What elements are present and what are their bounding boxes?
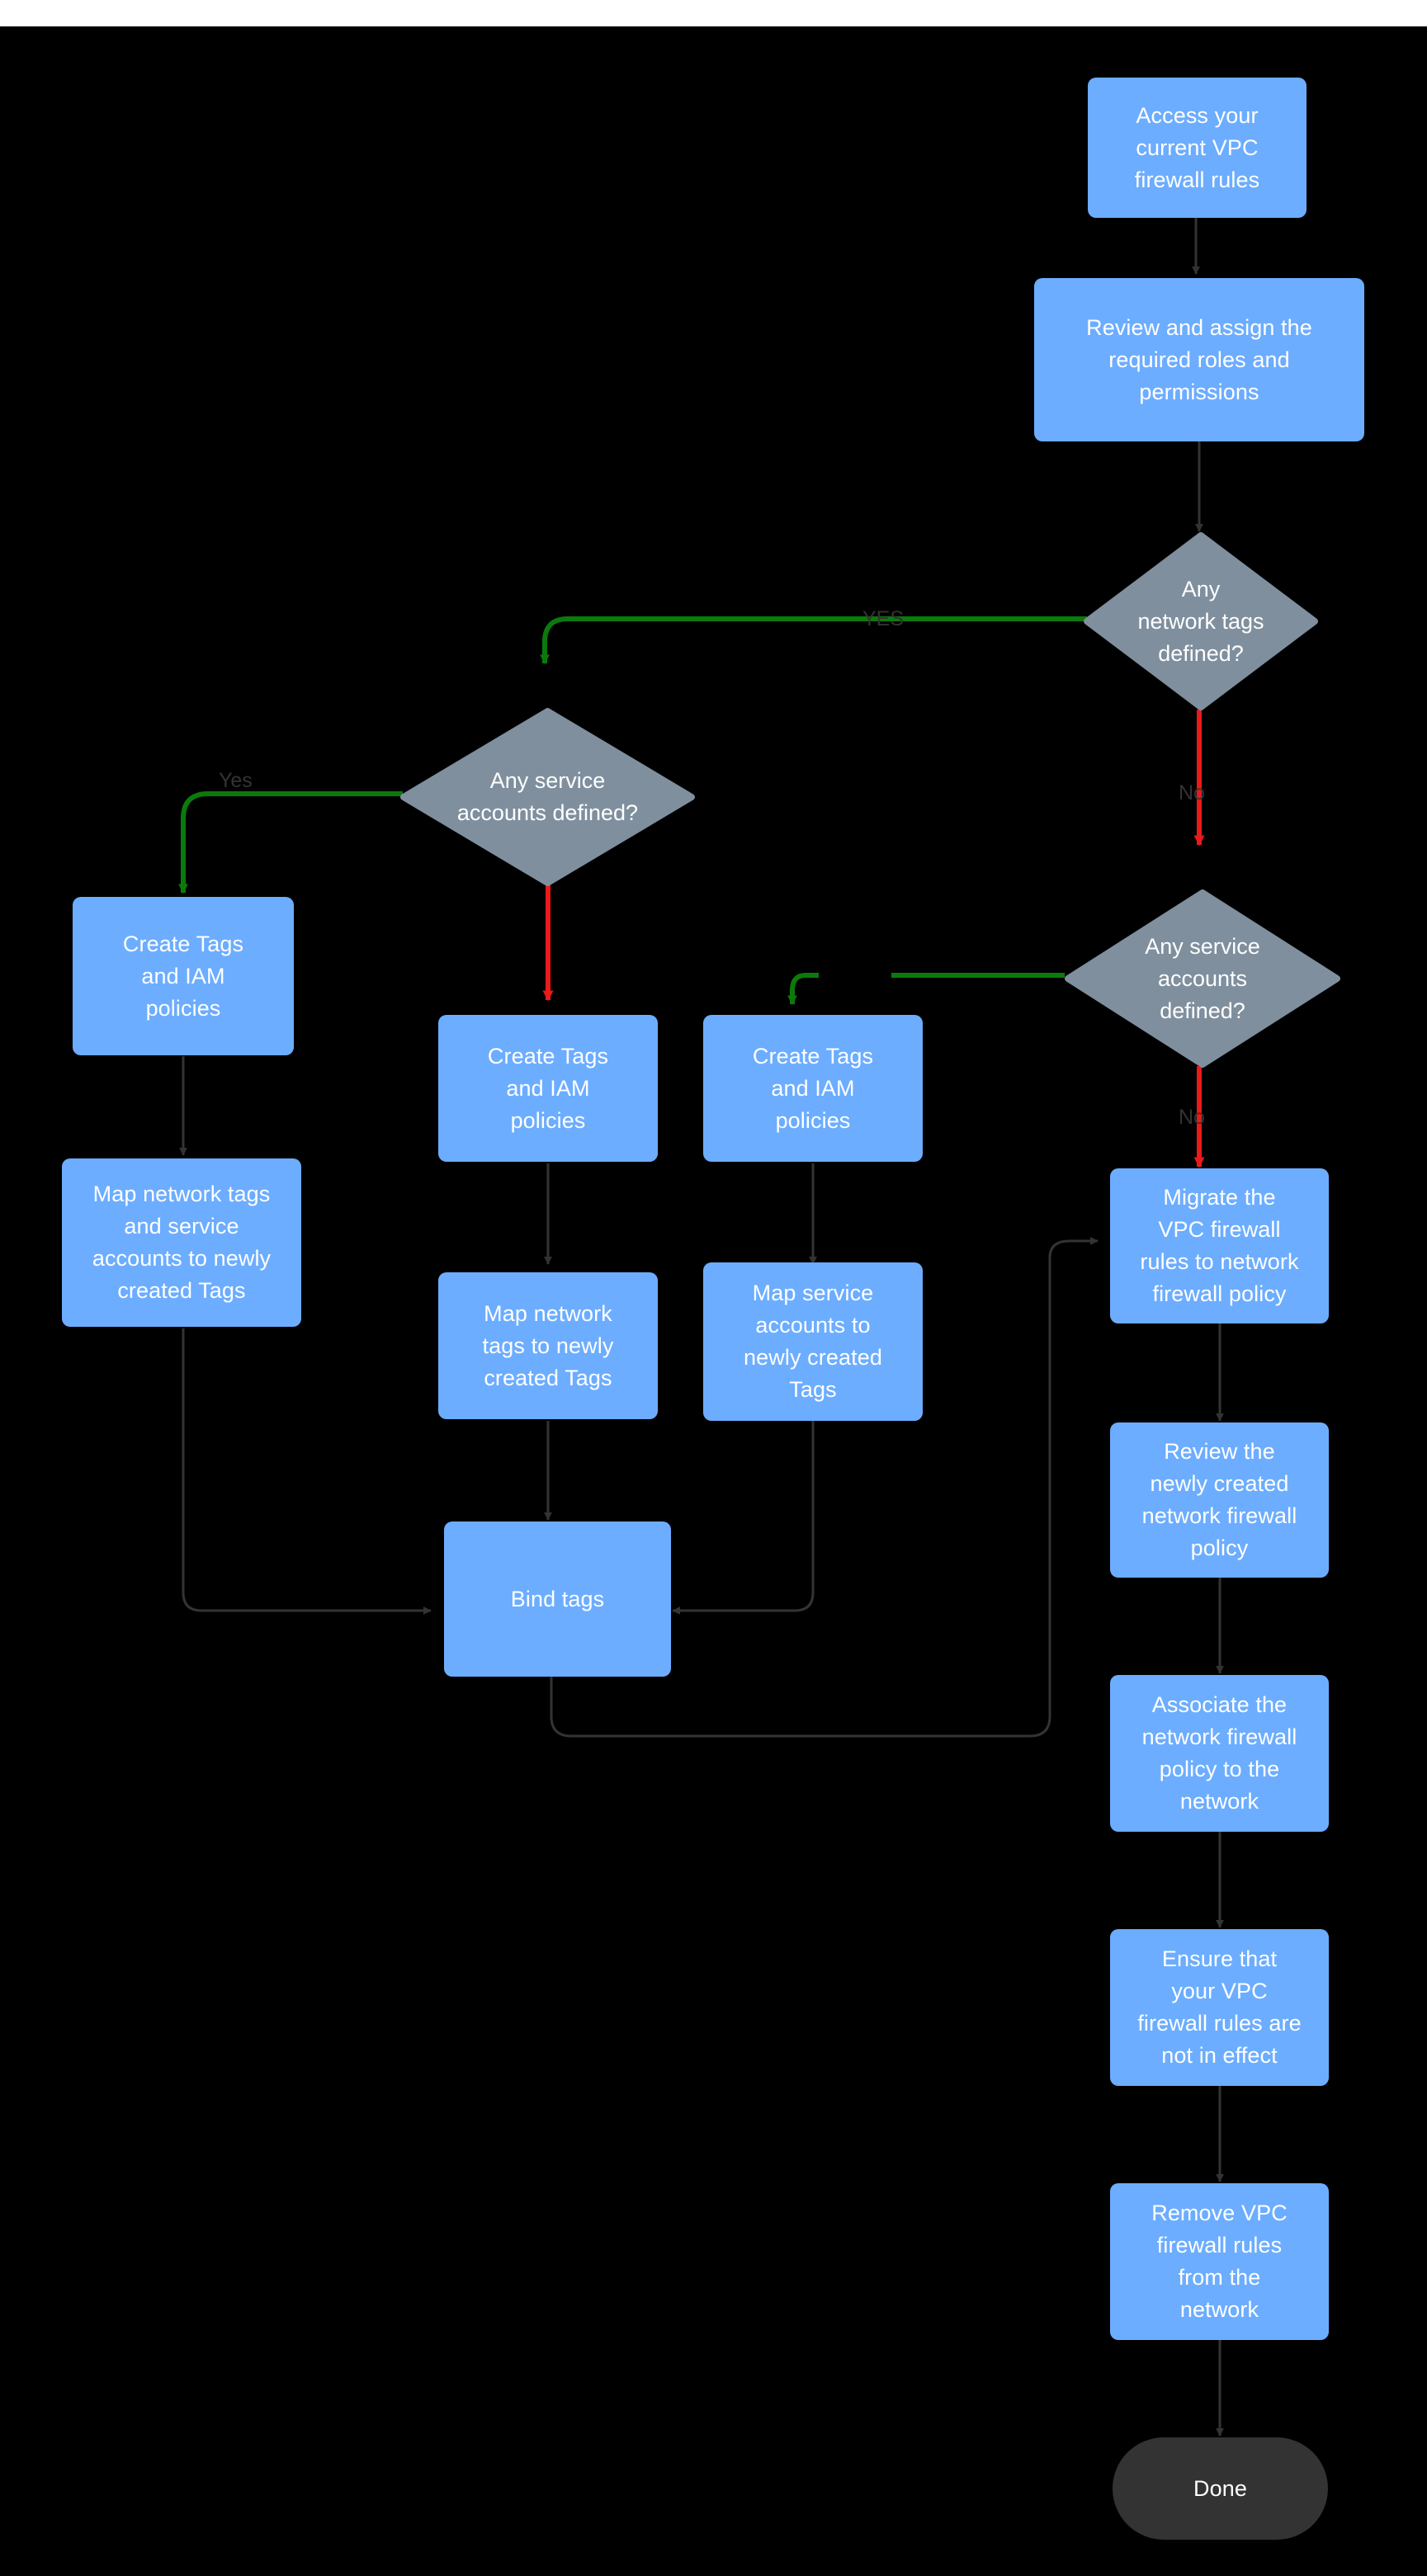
node-any-network-tags-label: Any network tags defined?: [1137, 576, 1264, 666]
node-access-vpc[interactable]: Access your current VPC firewall rules: [1088, 78, 1307, 218]
node-map-service-accounts[interactable]: Map service accounts to newly created Ta…: [703, 1262, 923, 1421]
node-create-tags-col3[interactable]: Create Tags and IAM policies: [703, 1015, 923, 1162]
node-review-policy-label: Review the newly created network firewal…: [1141, 1439, 1297, 1560]
node-map-both[interactable]: Map network tags and service accounts to…: [62, 1158, 301, 1327]
edge-layer: [178, 216, 1224, 2437]
node-any-service-accounts-left-label: Any service accounts defined?: [456, 768, 639, 825]
edge-map-both-to-bind: [182, 1328, 432, 1615]
diamond-shape: [1065, 889, 1340, 1068]
node-associate-policy-label: Associate the network firewall policy to…: [1141, 1692, 1297, 1814]
node-map-both-label: Map network tags and service accounts to…: [92, 1182, 272, 1303]
edge-label-yes-upper: YES: [862, 607, 905, 630]
node-any-service-accounts-right[interactable]: Any service accounts defined?: [1065, 889, 1340, 1068]
node-review-roles[interactable]: Review and assign the required roles and…: [1034, 278, 1364, 441]
node-migrate-rules-label: Migrate the VPC firewall rules to networ…: [1140, 1185, 1299, 1306]
edge-map-service-to-bind: [672, 1421, 815, 1615]
node-ensure-not-in-effect[interactable]: Ensure that your VPC firewall rules are …: [1110, 1929, 1329, 2086]
node-remove-rules[interactable]: Remove VPC firewall rules from the netwo…: [1110, 2183, 1329, 2340]
node-create-tags-mid[interactable]: Create Tags and IAM policies: [438, 1015, 658, 1162]
node-map-network-tags[interactable]: Map network tags to newly created Tags: [438, 1272, 658, 1419]
node-review-roles-label: Review and assign the required roles and…: [1086, 314, 1312, 404]
edge-service-accounts-left-yes: [178, 791, 403, 894]
node-create-tags-col3-label: Create Tags and IAM policies: [752, 1043, 874, 1133]
edge-label-yes-left: Yes: [219, 769, 253, 792]
node-any-service-accounts-left[interactable]: Any service accounts defined?: [400, 708, 695, 886]
node-any-network-tags[interactable]: Any network tags defined?: [1084, 532, 1318, 710]
node-create-tags-left[interactable]: Create Tags and IAM policies: [73, 897, 294, 1055]
node-map-service-accounts-label: Map service accounts to newly created Ta…: [744, 1281, 882, 1402]
edge-network-tags-yes: [540, 616, 1087, 665]
edge-bind-to-migrate: [550, 1237, 1099, 1738]
node-map-network-tags-label: Map network tags to newly created Tags: [482, 1300, 614, 1390]
node-create-tags-left-label: Create Tags and IAM policies: [122, 931, 244, 1021]
edge-label-no-lower: No: [1179, 1106, 1205, 1129]
node-done-label: Done: [1193, 2475, 1247, 2501]
edge-service-accounts-right-yes-b: [787, 973, 819, 1006]
node-remove-rules-label: Remove VPC firewall rules from the netwo…: [1151, 2201, 1288, 2322]
diamond-shape: [1084, 532, 1318, 710]
node-access-vpc-label: Access your current VPC firewall rules: [1134, 102, 1260, 192]
node-ensure-not-in-effect-label: Ensure that your VPC firewall rules are …: [1137, 1946, 1302, 2068]
node-migrate-rules[interactable]: Migrate the VPC firewall rules to networ…: [1110, 1168, 1329, 1323]
node-bind-tags[interactable]: Bind tags: [444, 1522, 671, 1677]
node-any-service-accounts-right-label: Any service accounts defined?: [1145, 933, 1260, 1023]
node-associate-policy[interactable]: Associate the network firewall policy to…: [1110, 1675, 1329, 1832]
node-done[interactable]: Done: [1113, 2437, 1328, 2540]
node-review-policy[interactable]: Review the newly created network firewal…: [1110, 1422, 1329, 1578]
node-create-tags-mid-label: Create Tags and IAM policies: [487, 1043, 609, 1133]
edge-label-no-upper: No: [1179, 781, 1205, 804]
node-bind-tags-label: Bind tags: [510, 1586, 605, 1611]
diagram-stage: Access your current VPC firewall rules R…: [0, 26, 1427, 2576]
diamond-shape: [400, 708, 695, 886]
